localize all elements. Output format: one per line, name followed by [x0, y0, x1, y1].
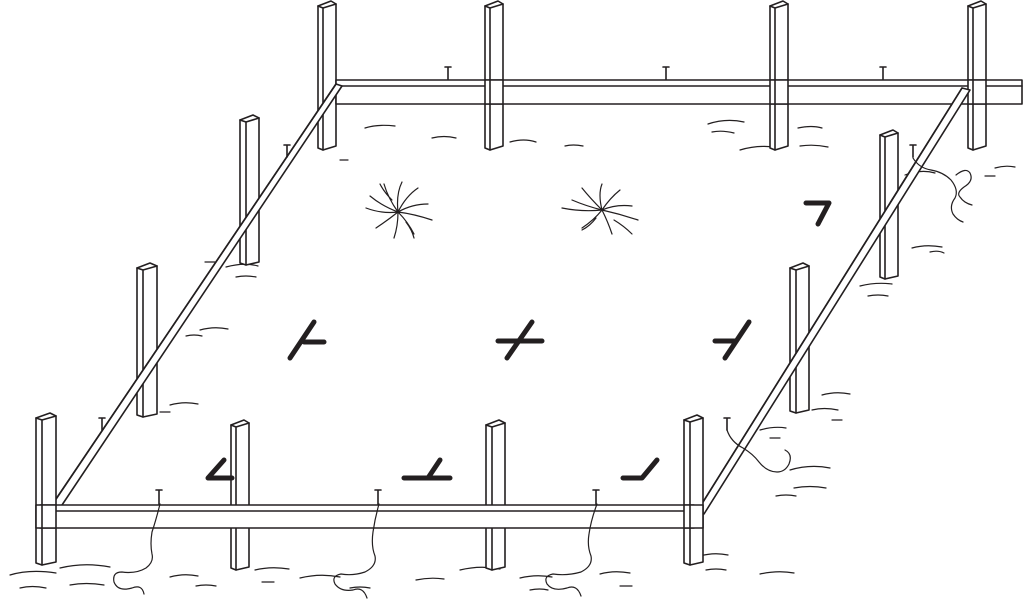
- stake-front-1: [35, 412, 57, 566]
- stake-left-2: [136, 262, 158, 418]
- grass-tuft-icon: [365, 181, 433, 239]
- board-left: [51, 83, 343, 509]
- corner-mark-icon: [205, 457, 235, 481]
- stake-front-3: [485, 419, 506, 571]
- board-right: [697, 87, 971, 515]
- stake-back-3: [769, 0, 789, 151]
- corner-mark-icon: [620, 457, 660, 481]
- stake-front-4: [683, 414, 704, 566]
- grass-tuft-icon: [561, 183, 639, 235]
- stake-left-1: [239, 114, 260, 266]
- stake-front-overlap: [35, 504, 704, 529]
- board-back: [335, 79, 1023, 105]
- ground-texture: [9, 119, 1016, 591]
- stake-back-1: [317, 0, 337, 151]
- string-line-icon: [113, 157, 973, 599]
- stake-front-2: [230, 419, 250, 571]
- cross-mark-icon: [495, 319, 545, 361]
- nail-icon: [98, 66, 917, 505]
- stake-back-overlap: [484, 79, 987, 105]
- corner-mark-icon: [712, 319, 752, 361]
- corner-mark-icon: [401, 457, 453, 481]
- stake-back-4: [967, 0, 987, 151]
- corner-mark-icon: [287, 319, 327, 361]
- corner-mark-icon: [803, 200, 832, 227]
- stake-back-2: [484, 0, 504, 151]
- stake-right-2: [789, 262, 810, 414]
